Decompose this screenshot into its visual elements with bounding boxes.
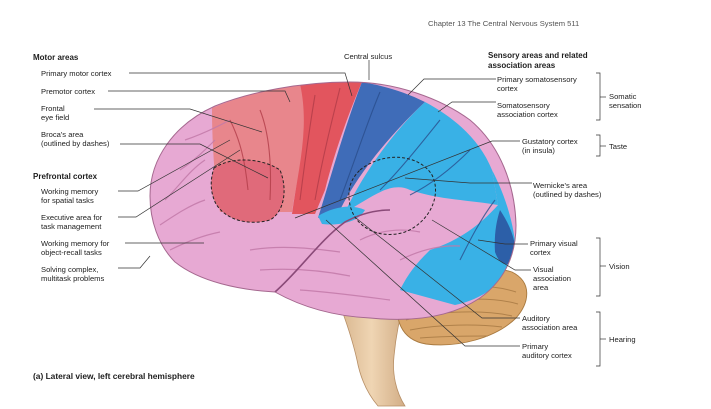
wm-spatial-label: Working memory for spatial tasks: [41, 187, 99, 205]
broca-region: [211, 159, 285, 223]
primary-visual-cortex-label: Primary visual cortex: [530, 239, 578, 257]
frontal-eye-field-label: Frontal eye field: [41, 104, 70, 122]
somatosensory-association-label: Somatosensory association cortex: [497, 101, 558, 119]
brocas-area-label: Broca's area (outlined by dashes): [41, 130, 110, 148]
group-brackets: [596, 72, 606, 367]
running-head: Chapter 13 The Central Nervous System 51…: [428, 19, 580, 28]
primary-somatosensory-region: [318, 82, 425, 218]
figure-caption: (a) Lateral view, left cerebral hemisphe…: [33, 371, 195, 381]
solving-problems-label: Solving complex, multitask problems: [41, 265, 105, 283]
wernickes-area-label: Wernicke's area (outlined by dashes): [533, 181, 602, 199]
primary-auditory-cortex-label: Primary auditory cortex: [522, 342, 572, 360]
leader-lines: [94, 60, 532, 347]
primary-visual-region: [494, 210, 516, 265]
primary-auditory-region: [318, 206, 365, 225]
hearing-group-label: Hearing: [609, 335, 636, 344]
central-sulcus-label: Central sulcus: [344, 52, 393, 61]
somatic-sensation-group-label: Somatic sensation: [609, 92, 642, 110]
wernicke-dashed-outline: [348, 156, 437, 235]
broca-dashed-outline: [210, 159, 285, 223]
primary-somatosensory-label: Primary somatosensory cortex: [497, 75, 577, 93]
brainstem: [337, 299, 406, 407]
taste-group-label: Taste: [609, 142, 628, 151]
primary-motor-region: [292, 82, 362, 214]
gustatory-cortex-label: Gustatory cortex (in insula): [522, 137, 578, 155]
somatosensory-association-region: [345, 102, 498, 212]
cerebral-cortex: [150, 82, 516, 320]
prefrontal-cortex-heading: Prefrontal cortex: [33, 172, 98, 181]
wm-object-label: Working memory for object-recall tasks: [41, 239, 110, 257]
primary-motor-cortex-label: Primary motor cortex: [41, 69, 112, 78]
vision-group-label: Vision: [609, 262, 630, 271]
motor-areas-heading: Motor areas: [33, 53, 79, 62]
premotor-cortex-label: Premotor cortex: [41, 87, 96, 96]
auditory-association-label: Auditory association area: [522, 314, 578, 332]
sensory-areas-heading: Sensory areas and related association ar…: [488, 51, 588, 70]
executive-area-label: Executive area for task management: [41, 213, 103, 231]
visual-association-region: [400, 170, 516, 305]
visual-association-label: Visual association area: [533, 265, 571, 292]
